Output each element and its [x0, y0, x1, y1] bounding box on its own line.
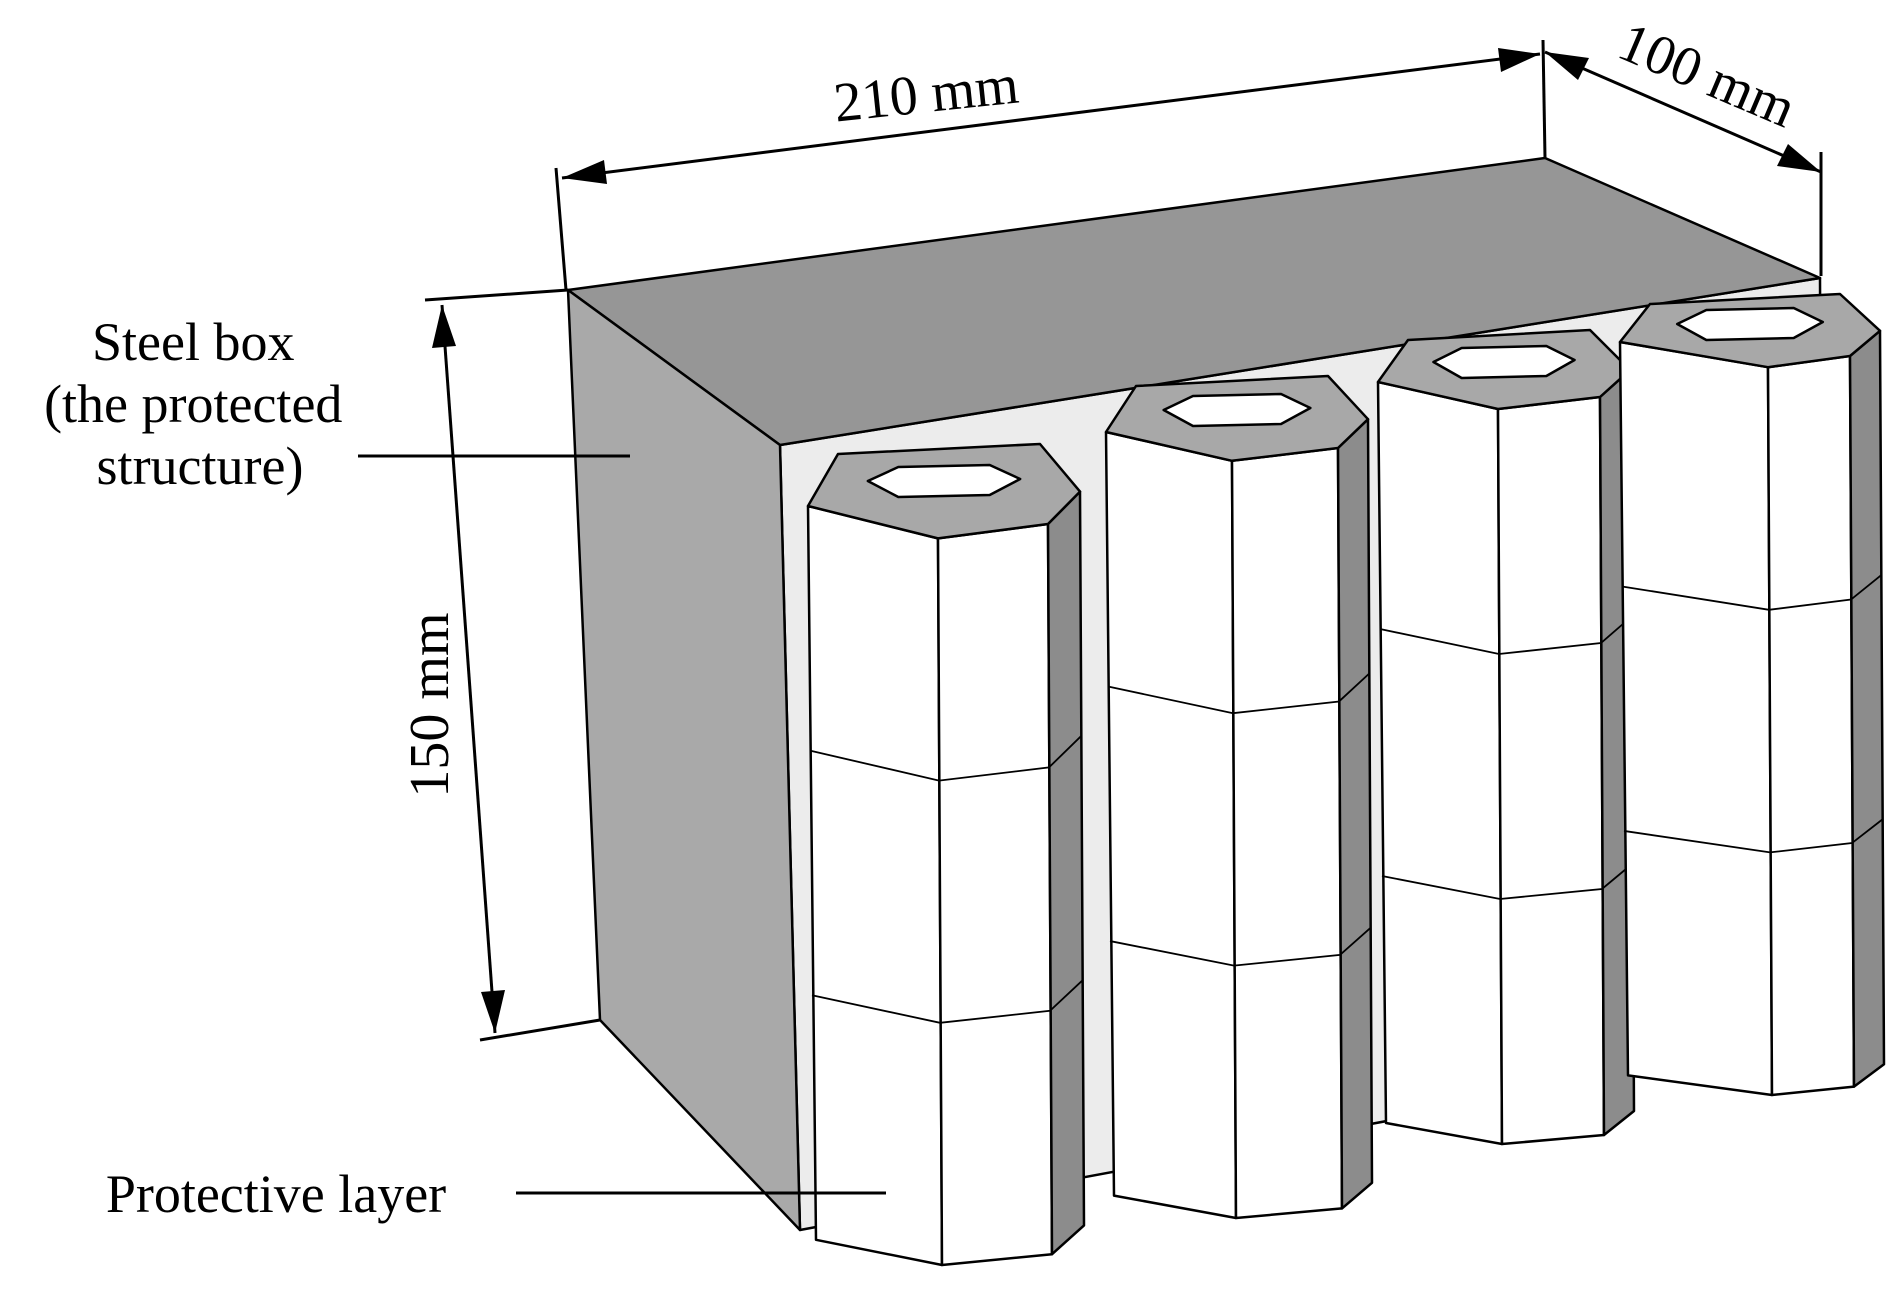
hex-tube-left-face: [1104, 430, 1238, 1220]
callout-protective-layer-text: Protective layer: [106, 1164, 446, 1224]
callout-steel-box-line-1: Steel box: [92, 312, 294, 372]
hex-tube-front-face: [1230, 446, 1344, 1220]
hex-tube-front-face: [1766, 354, 1856, 1097]
callout-steel-box-line-3: structure): [97, 436, 304, 496]
callout-protective-layer: Protective layer: [106, 1164, 886, 1224]
hex-tube-right-face: [1046, 490, 1086, 1256]
dimension-depth-label: 100 mm: [1610, 11, 1805, 140]
hex-tube-left-face: [1376, 380, 1504, 1146]
hex-tube-column: [806, 442, 1086, 1267]
hex-tube-column: [1104, 374, 1374, 1220]
hex-tube-cell-division: [811, 980, 1083, 1024]
hex-tube-cell-division: [1621, 574, 1882, 611]
hex-tube-left-face: [806, 504, 944, 1267]
hex-tube-hole: [1432, 344, 1576, 380]
hex-tube-cell-division: [1379, 616, 1632, 655]
hex-tube-front-face: [936, 522, 1054, 1267]
hex-tube-hole: [1675, 306, 1825, 342]
hex-tube-hole: [1162, 392, 1312, 428]
hex-tube-column: [1618, 292, 1886, 1097]
hex-tube-cell-division: [1107, 673, 1370, 715]
protective-layer-tubes: [806, 292, 1886, 1267]
hex-tube-right-face: [1336, 417, 1374, 1210]
dimension-height-label: 150 mm: [399, 612, 461, 797]
callout-steel-box: Steel box (the protected structure): [44, 312, 630, 496]
hex-tube-cell-division: [1381, 863, 1633, 900]
hex-tube-cell-division: [1109, 927, 1371, 967]
callout-steel-box-line-2: (the protected: [44, 374, 342, 434]
steel-box-side-face: [566, 288, 802, 1232]
hex-tube-cell-division: [809, 735, 1082, 782]
callout-steel-box-text: Steel box (the protected structure): [44, 312, 356, 496]
hex-tube-cell-division: [1623, 819, 1883, 854]
hex-tube-front-face: [1496, 395, 1606, 1146]
hex-tube-column: [1376, 328, 1636, 1146]
hex-tube-right-face: [1848, 329, 1886, 1088]
dimension-height: 150 mm: [399, 288, 601, 1042]
hex-tube-left-face: [1618, 340, 1774, 1097]
hex-tube-hole: [866, 463, 1022, 499]
